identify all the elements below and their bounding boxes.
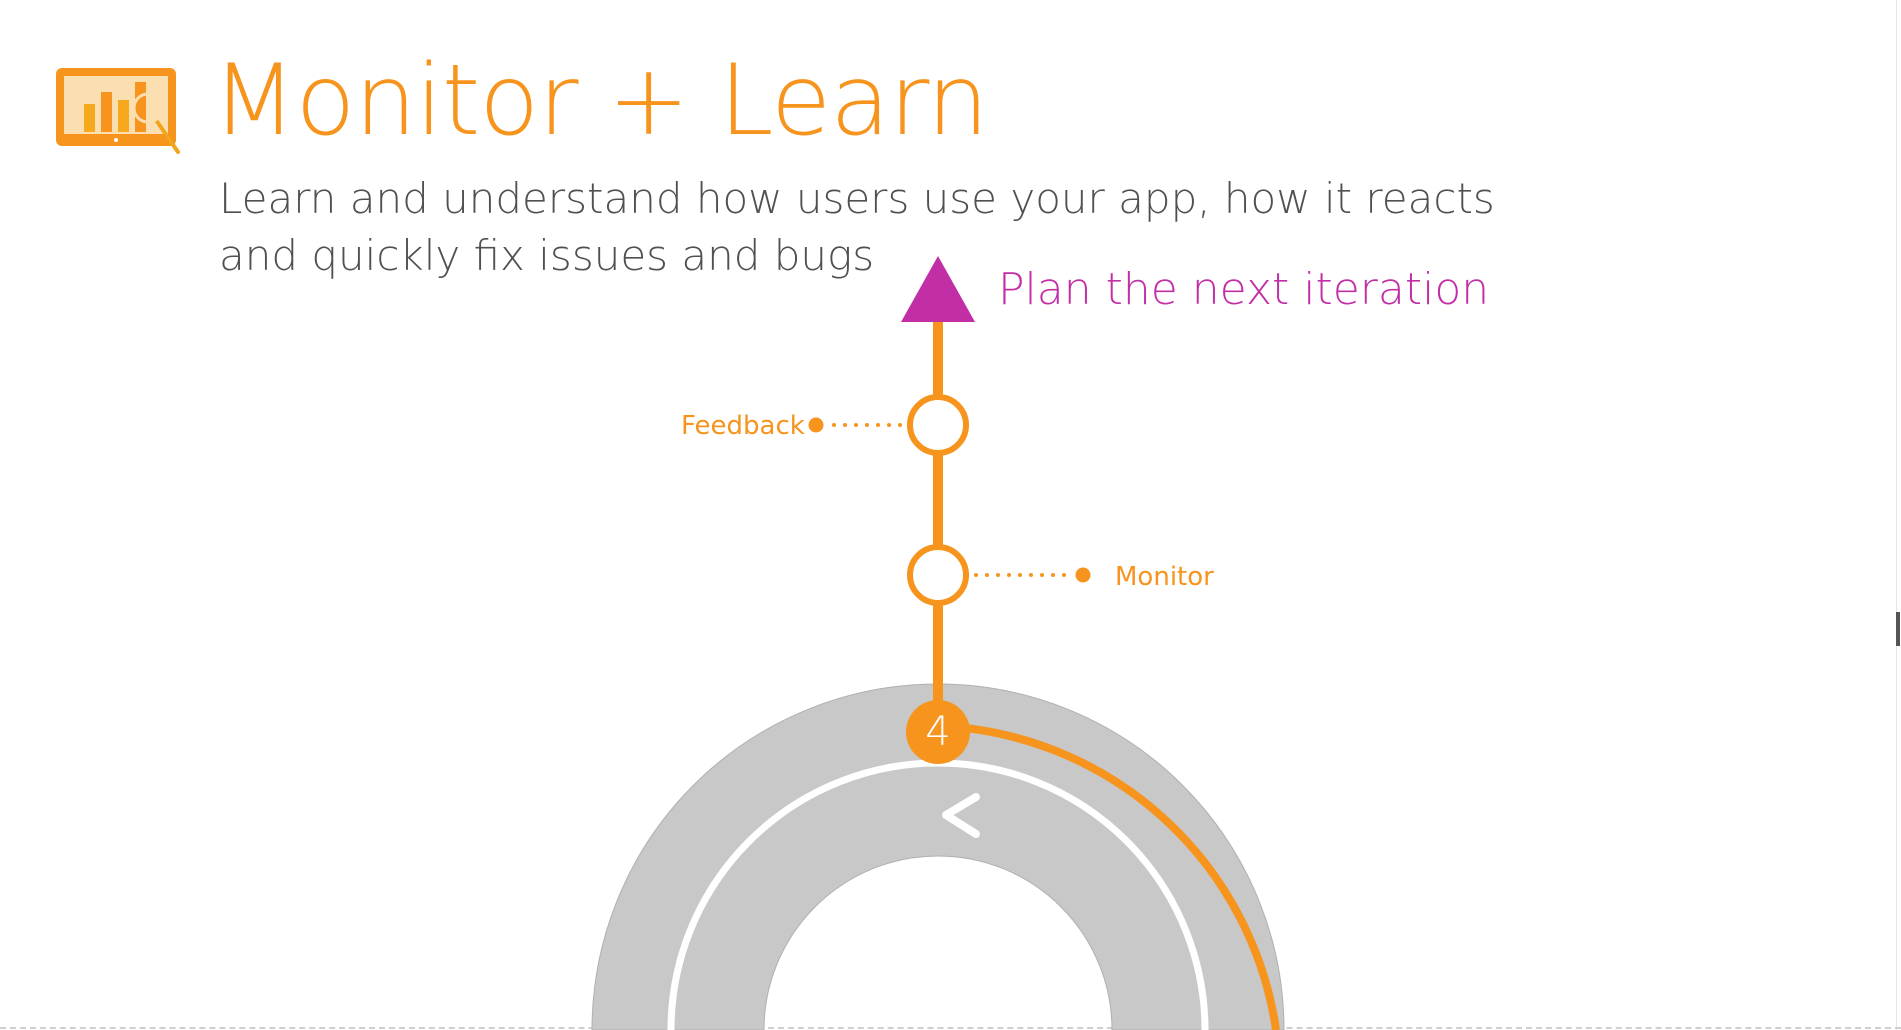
progress-arc	[937, 722, 1280, 1030]
chart-bar	[84, 104, 95, 132]
chart-bar	[135, 82, 146, 132]
page-subtitle: Learn and understand how users use your …	[219, 170, 1495, 284]
milestone-monitor-dot	[1075, 567, 1091, 583]
cycle-ring	[591, 683, 1285, 1030]
subtitle-line: Learn and understand how users use your …	[219, 174, 1495, 223]
magnifier-lens	[132, 92, 164, 124]
milestone-feedback-node	[907, 394, 969, 456]
subtitle-line: and quickly fix issues and bugs	[219, 231, 875, 280]
page-title: Monitor + Learn	[212, 44, 989, 158]
step-number: 4	[925, 709, 951, 755]
milestone-label-monitor: Monitor	[1115, 562, 1214, 592]
step-badge	[906, 700, 970, 764]
goal-label: Plan the next iteration	[998, 264, 1490, 315]
goal-arrow-icon	[901, 256, 975, 322]
chart-bar	[118, 100, 129, 132]
slide-bottom-border	[0, 1027, 1901, 1029]
monitor-chart-icon	[52, 64, 202, 168]
cycle-direction-arrow-icon	[942, 793, 980, 838]
scroll-handle[interactable]	[1896, 612, 1900, 646]
magnifier-handle	[154, 118, 180, 154]
chart-bar	[101, 92, 112, 132]
milestone-label-feedback: Feedback	[681, 411, 805, 441]
monitor-screen	[64, 76, 168, 134]
milestone-feedback-dot	[808, 417, 824, 433]
slide-right-edge	[1896, 0, 1897, 1030]
monitor-button	[114, 138, 118, 142]
milestone-monitor-node	[907, 544, 969, 606]
